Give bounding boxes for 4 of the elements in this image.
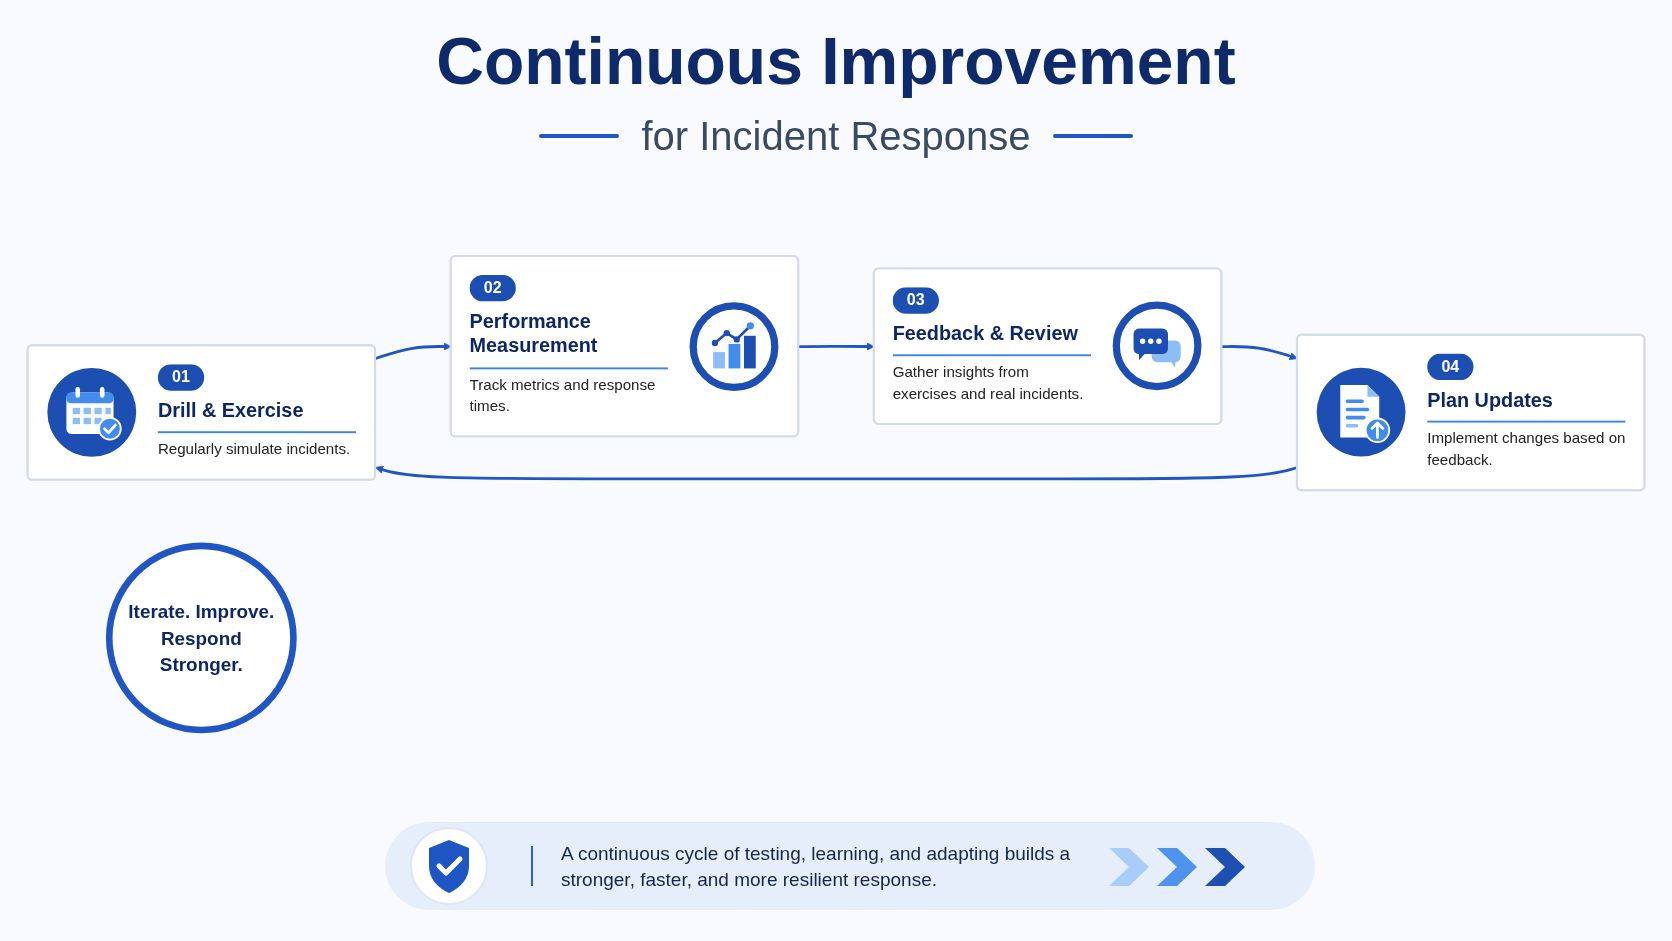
title: Continuous Improvement — [436, 24, 1236, 100]
caption-text: A continuous cycle of testing, learning, and adapting builds a stronger, faster, and more resilient response. — [561, 842, 1072, 892]
subtitle: for Incident Response — [641, 113, 1031, 160]
node-circle: Iterate. Improve. Respond Stronger. — [105, 542, 297, 734]
